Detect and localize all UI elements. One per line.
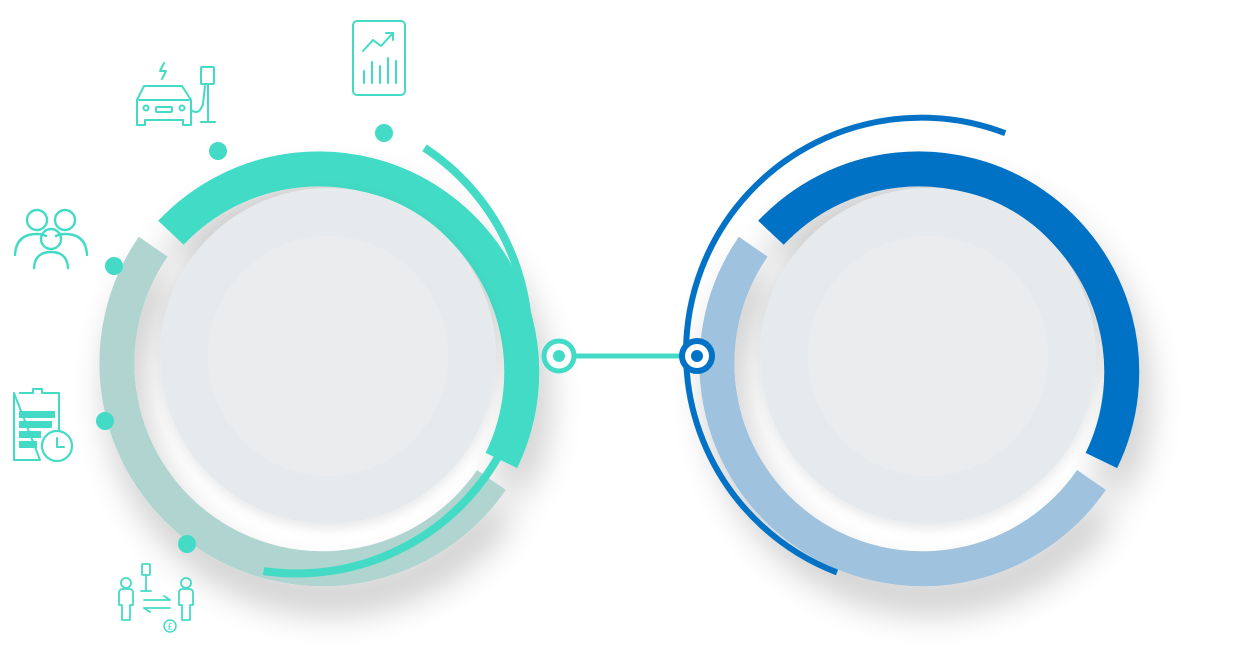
schedule-document-icon [13, 388, 74, 463]
currency-glyph: £ [167, 623, 173, 633]
people-group-icon [13, 208, 89, 270]
satellite-dots [96, 124, 393, 553]
left-ring-muted-arc [99, 236, 506, 587]
right-connector-node-dot [691, 350, 703, 362]
right-ring [679, 114, 1140, 587]
satellite-dot [375, 124, 393, 142]
growth-report-icon [352, 20, 406, 96]
left-ring [99, 144, 577, 587]
right-ring-outer-arc [682, 114, 1007, 576]
left-ring-highlight-arc [158, 151, 540, 469]
right-ring-muted-arc [699, 236, 1106, 587]
satellite-dot [105, 257, 123, 275]
satellite-dot [96, 412, 114, 430]
left-ring-inner-disc [208, 236, 448, 476]
peer-charging-exchange-icon [118, 563, 194, 633]
right-ring-inner-disc [808, 236, 1048, 476]
right-ring-highlight-arc [758, 151, 1140, 469]
left-connector-node-dot [553, 350, 565, 362]
left-ring-outer-arc [262, 144, 533, 578]
ev-charging-car-icon [136, 62, 216, 126]
satellite-dot [178, 535, 196, 553]
satellite-dot [209, 142, 227, 160]
